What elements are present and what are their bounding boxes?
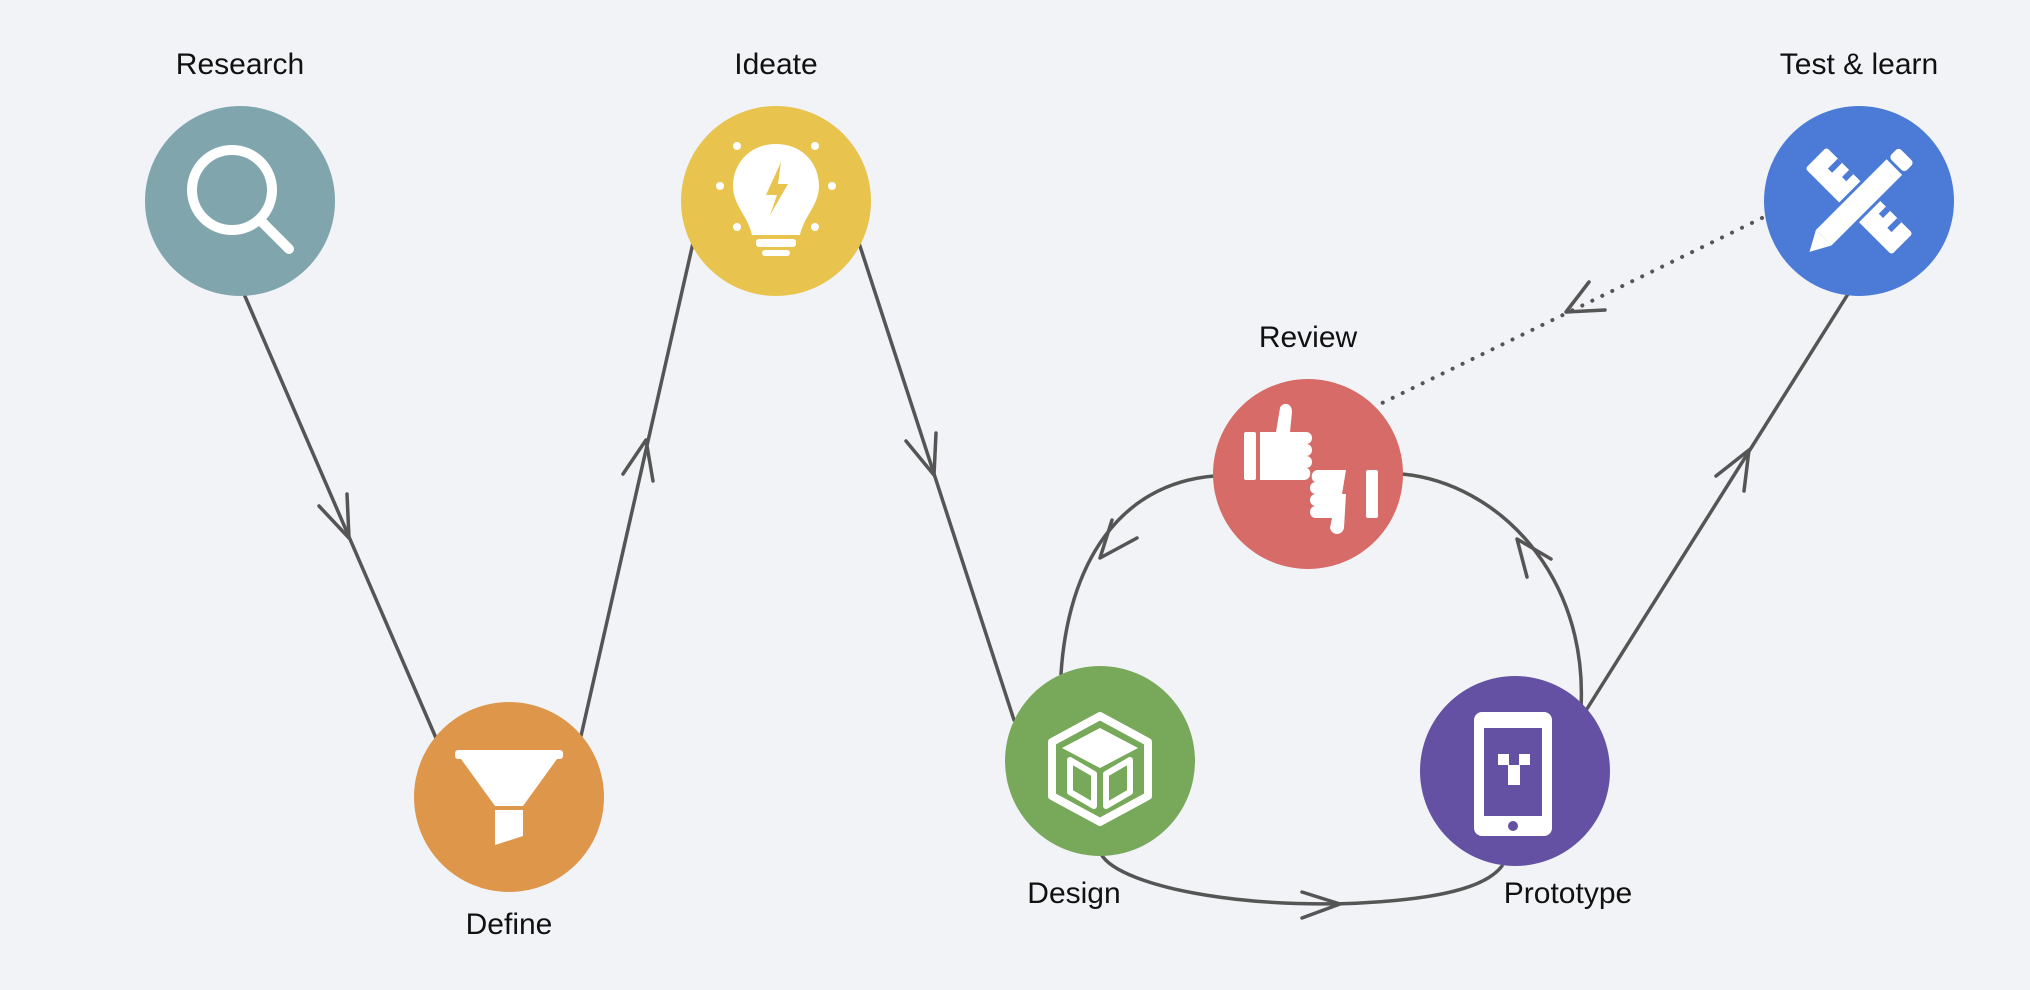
node-define: Define	[414, 702, 604, 941]
node-circle-research	[145, 106, 335, 296]
arrow-define-ideate	[621, 438, 655, 483]
ruler-pencil-icon	[1806, 148, 1913, 254]
node-prototype: Prototype	[1420, 676, 1632, 910]
lightbulb-icon	[716, 142, 836, 256]
cube-icon	[1048, 712, 1152, 826]
funnel-icon	[455, 750, 563, 845]
edge-design-prototype	[1099, 852, 1504, 906]
arrow-test-review	[1564, 280, 1607, 314]
node-research: Research	[145, 48, 335, 296]
arrow-prototype-test	[1714, 448, 1751, 493]
edge-prototype-test	[1583, 292, 1850, 714]
edge-ideate-design	[857, 241, 1016, 722]
magnifier-icon	[187, 145, 294, 254]
node-label-test: Test & learn	[1780, 48, 1938, 81]
edge-research-define	[242, 292, 438, 740]
node-test: Test & learn	[1764, 48, 1954, 296]
node-label-design: Design	[1027, 877, 1120, 910]
node-label-ideate: Ideate	[734, 48, 817, 81]
node-review: Review	[1213, 321, 1403, 569]
edge-test-review-dotted	[1376, 216, 1764, 407]
arrow-ideate-design	[904, 431, 938, 477]
arrow-research-define	[317, 492, 351, 540]
edge-design-review	[1059, 474, 1216, 676]
node-label-review: Review	[1259, 321, 1358, 354]
mobile-phone-icon	[1474, 712, 1552, 836]
node-label-research: Research	[176, 48, 304, 81]
thumbs-up-down-icon	[1244, 403, 1378, 534]
arrow-design-review	[1098, 518, 1139, 560]
edge-review-prototype	[1400, 472, 1584, 710]
node-design: Design	[1005, 666, 1195, 910]
edges	[242, 216, 1850, 920]
arrow-review-prototype	[1515, 537, 1553, 579]
node-label-prototype: Prototype	[1504, 877, 1632, 910]
node-label-define: Define	[466, 908, 553, 941]
arrow-design-prototype	[1300, 890, 1342, 920]
edge-define-ideate	[579, 241, 695, 738]
node-ideate: Ideate	[681, 48, 871, 296]
